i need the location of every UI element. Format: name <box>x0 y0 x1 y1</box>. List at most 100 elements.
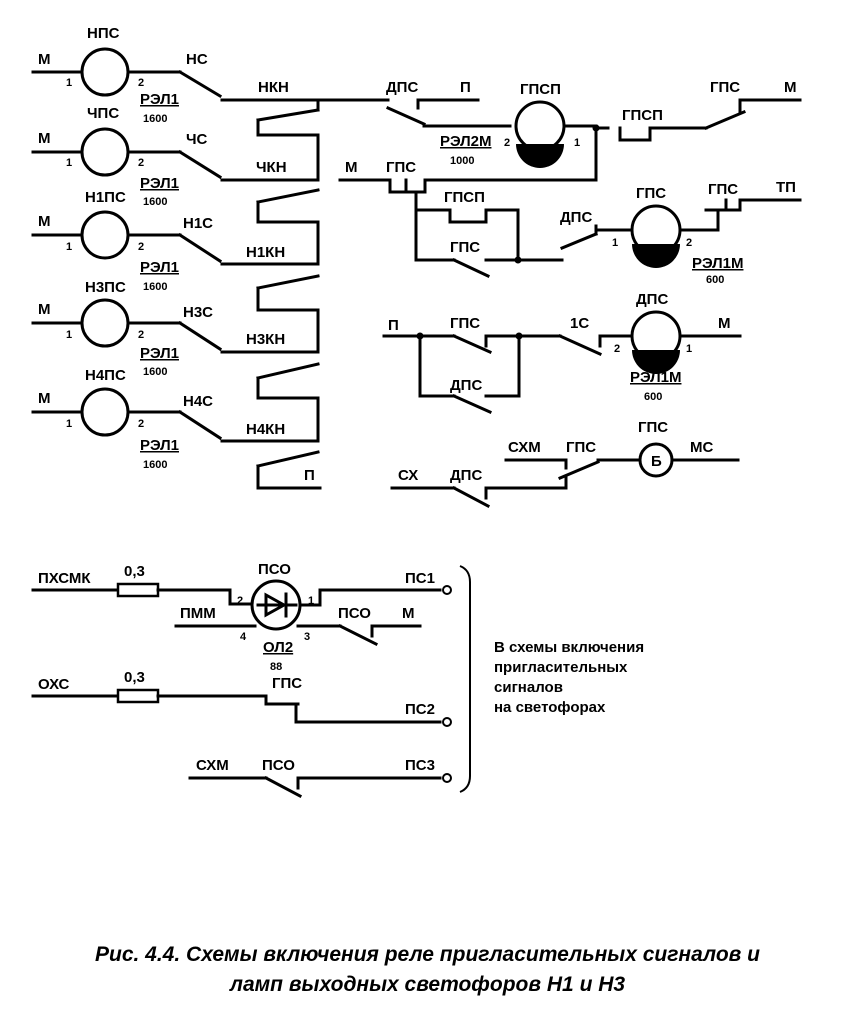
contact-gps-row2-label: ГПС <box>386 159 416 176</box>
relay-nps <box>80 47 130 97</box>
note-line-2: пригласительных <box>494 659 628 676</box>
label-tp: ТП <box>776 179 796 196</box>
fuse1 <box>116 582 160 598</box>
pin-label: 1 <box>66 77 72 89</box>
contact-gpsp-label: ГПСП <box>622 107 663 124</box>
gpsp-circuit: ДПС П РЭЛ2М 1000 2 ГПСП 1 ГПСП ГПС М <box>316 79 802 182</box>
relay-gps-name: ГПС <box>636 185 666 202</box>
contact-dps-row4 <box>451 485 491 509</box>
relay-chps-name: ЧПС <box>87 105 119 122</box>
contact-gps-row4 <box>558 460 600 480</box>
contact-pso <box>337 623 379 647</box>
contact-1s-label: 1С <box>570 315 589 332</box>
contact-1s <box>558 334 602 356</box>
contact-chs-label: ЧС <box>186 131 208 148</box>
relay-gpsp-name: ГПСП <box>520 81 561 98</box>
pin-label: 1 <box>66 157 72 169</box>
note-line-3: сигналов <box>494 679 563 696</box>
relay-gpsp-mark <box>516 144 564 168</box>
relay-value-label: 1600 <box>143 366 167 378</box>
contact-n4s-label: Н4С <box>183 393 213 410</box>
relay-gpsp-type: РЭЛ2М <box>440 133 491 150</box>
lamp-letter: Б <box>651 453 662 470</box>
label-ms: МС <box>690 439 713 456</box>
label-m-n3ps: М <box>38 301 51 318</box>
contact-n3kn <box>256 362 320 380</box>
relay-nps-name: НПС <box>87 25 120 42</box>
lamp-circuit: СХ ДПС СХМ ГПС ГПС Б МС <box>390 419 740 509</box>
note-line-1: В схемы включения <box>494 639 644 656</box>
label-ps1: ПС1 <box>405 570 435 587</box>
relay-dps-type: РЭЛ1М <box>630 369 681 386</box>
contact-gps-row4-label: ГПС <box>566 439 596 456</box>
relay-row-n3ps: М Н3ПС 1 2 РЭЛ1 1600 Н3С <box>31 279 260 378</box>
contact-dps-row4-label: ДПС <box>450 467 482 484</box>
contact-n1s <box>177 232 223 264</box>
contact-n3s <box>177 320 223 352</box>
label-shm-bottom: СХМ <box>196 757 229 774</box>
relay-value-label: 1600 <box>143 281 167 293</box>
label-p-bottom: П <box>304 467 315 484</box>
contact-gps-row3-label: ГПС <box>450 315 480 332</box>
caption-line-2: ламп выходных светофоров Н1 и Н3 <box>229 973 626 996</box>
pin-label: 4 <box>240 631 247 643</box>
relay-gps-type: РЭЛ1М <box>692 255 743 272</box>
label-pmm: ПММ <box>180 605 216 622</box>
note-line-4: на светофорах <box>494 699 606 716</box>
pin-label: 2 <box>237 595 243 607</box>
contact-pso2-label: ПСО <box>262 757 295 774</box>
relay-gps-value: 600 <box>706 274 724 286</box>
label-m-bottom: М <box>402 605 415 622</box>
dps-circuit: П ГПС ДПС 1С 2 ДПС 1 М РЭЛ1М 600 <box>382 291 742 414</box>
pin-label: 3 <box>304 631 310 643</box>
contact-dps-row3 <box>452 394 492 414</box>
bracket <box>459 565 471 793</box>
pin-label: 2 <box>614 343 620 355</box>
label-m-row2: М <box>345 159 358 176</box>
contact-dps-row2-label: ДПС <box>560 209 592 226</box>
terminal-ps1 <box>442 585 452 595</box>
relay-chps <box>80 127 130 177</box>
label-phsmk: ПХСМК <box>38 570 91 587</box>
relay-n3ps <box>80 298 130 348</box>
contact-dps-top <box>386 106 426 126</box>
contact-n4kn <box>256 450 320 468</box>
pin-label: 1 <box>574 137 580 149</box>
relay-n4ps-name: Н4ПС <box>85 367 126 384</box>
lamp-type: ОЛ2 <box>263 639 293 656</box>
contact-ns-label: НС <box>186 51 208 68</box>
relay-type-label: РЭЛ1 <box>140 345 179 362</box>
caption-line-1: Рис. 4.4. Схемы включения реле пригласит… <box>94 943 761 966</box>
pin-label: 1 <box>612 237 618 249</box>
fuse1-label: 0,3 <box>124 563 145 580</box>
relay-value-label: 1600 <box>143 459 167 471</box>
relay-gps-mark <box>632 244 680 268</box>
pin-label: 1 <box>66 418 72 430</box>
contact-n3kn-label: Н3КН <box>246 331 285 348</box>
contact-gps-top-label: ГПС <box>710 79 740 96</box>
relay-n3ps-name: Н3ПС <box>85 279 126 296</box>
pin-label: 1 <box>686 343 692 355</box>
contact-gpsp-row2-label: ГПСП <box>444 189 485 206</box>
pin-label: 1 <box>308 595 314 607</box>
contact-n4s <box>177 409 223 441</box>
contact-dps-row2 <box>560 232 598 250</box>
contact-dps-row3-label: ДПС <box>450 377 482 394</box>
pin-label: 2 <box>138 77 144 89</box>
label-shm-row4: СХМ <box>508 439 541 456</box>
relay-n4ps <box>80 387 130 437</box>
pin-label: 2 <box>138 329 144 341</box>
contact-nkn-label: НКН <box>258 79 289 96</box>
label-sh: СХ <box>398 467 418 484</box>
kn-ladder: НКН ЧКН Н1КН Н3КН Н4КН П <box>246 79 322 490</box>
label-m-n1ps: М <box>38 213 51 230</box>
contact-chs <box>177 149 223 180</box>
relay-n1ps-name: Н1ПС <box>85 189 126 206</box>
contact-n3s-label: Н3С <box>183 304 213 321</box>
relay-type-label: РЭЛ1 <box>140 91 179 108</box>
relay-row-chps: М ЧПС 1 2 РЭЛ1 1600 ЧС <box>31 105 260 208</box>
contact-chkn-label: ЧКН <box>256 159 287 176</box>
label-m-n4ps: М <box>38 390 51 407</box>
terminal-ps3 <box>442 773 452 783</box>
label-p-top: П <box>460 79 471 96</box>
